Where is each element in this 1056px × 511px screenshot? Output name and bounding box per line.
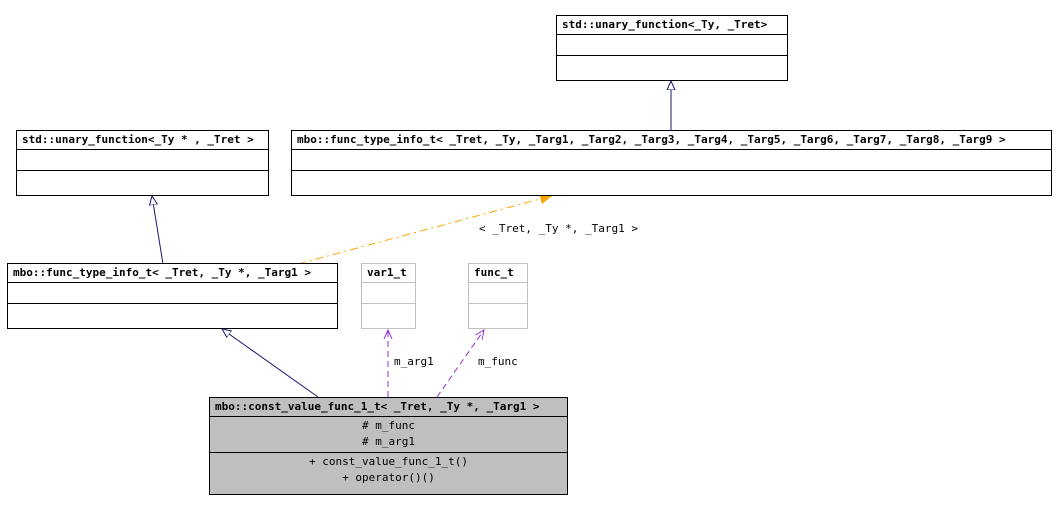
attributes-section <box>362 282 415 303</box>
class-title: std::unary_function<_Ty, _Tret> <box>562 18 768 31</box>
m-func-label: m_func <box>478 355 518 368</box>
class-title: func_t <box>474 266 514 279</box>
attribute-m-func: # m_func <box>362 419 415 432</box>
template-args-label: < _Tret, _Ty *, _Targ1 > <box>479 222 638 235</box>
methods-section <box>8 303 337 324</box>
class-title: std::unary_function<_Ty * , _Tret > <box>22 133 254 146</box>
attributes-section <box>469 282 527 303</box>
methods-section <box>469 303 527 324</box>
attributes-section <box>557 34 787 55</box>
class-box-func-type-info-t-instance[interactable]: mbo::func_type_info_t< _Tret, _Ty *, _Ta… <box>7 263 338 329</box>
m-arg1-label: m_arg1 <box>394 355 434 368</box>
methods-section <box>17 170 268 191</box>
class-box-var1-t[interactable]: var1_t <box>361 263 416 329</box>
methods-section <box>557 55 787 76</box>
attribute-m-arg1: # m_arg1 <box>362 435 415 448</box>
inheritance-edge-inst-to-unary <box>152 196 164 265</box>
template-instance-edge <box>297 196 551 265</box>
attributes-section <box>8 282 337 303</box>
class-box-func-t[interactable]: func_t <box>468 263 528 329</box>
class-box-unary-function-ty-tret[interactable]: std::unary_function<_Ty, _Tret> <box>556 15 788 81</box>
class-title: var1_t <box>367 266 407 279</box>
methods-section <box>362 303 415 324</box>
usage-edge-m-func <box>436 330 484 398</box>
method-constructor: + const_value_func_1_t() <box>309 455 468 468</box>
attributes-section <box>17 149 268 170</box>
class-box-func-type-info-t-template[interactable]: mbo::func_type_info_t< _Tret, _Ty, _Targ… <box>291 130 1052 196</box>
class-title: mbo::func_type_info_t< _Tret, _Ty, _Targ… <box>297 133 1006 146</box>
class-box-unary-function-typtr-tret[interactable]: std::unary_function<_Ty * , _Tret > <box>16 130 269 196</box>
attributes-section: # m_func # m_arg1 <box>210 416 567 452</box>
class-box-const-value-func-1-t[interactable]: mbo::const_value_func_1_t< _Tret, _Ty *,… <box>209 397 568 495</box>
method-call-operator: + operator()() <box>342 471 435 484</box>
methods-section <box>292 170 1051 191</box>
attributes-section <box>292 149 1051 170</box>
methods-section: + const_value_func_1_t() + operator()() <box>210 452 567 488</box>
class-title: mbo::const_value_func_1_t< _Tret, _Ty *,… <box>215 400 540 413</box>
class-title: mbo::func_type_info_t< _Tret, _Ty *, _Ta… <box>13 266 312 279</box>
inheritance-edge-focus-to-inst <box>222 329 319 398</box>
